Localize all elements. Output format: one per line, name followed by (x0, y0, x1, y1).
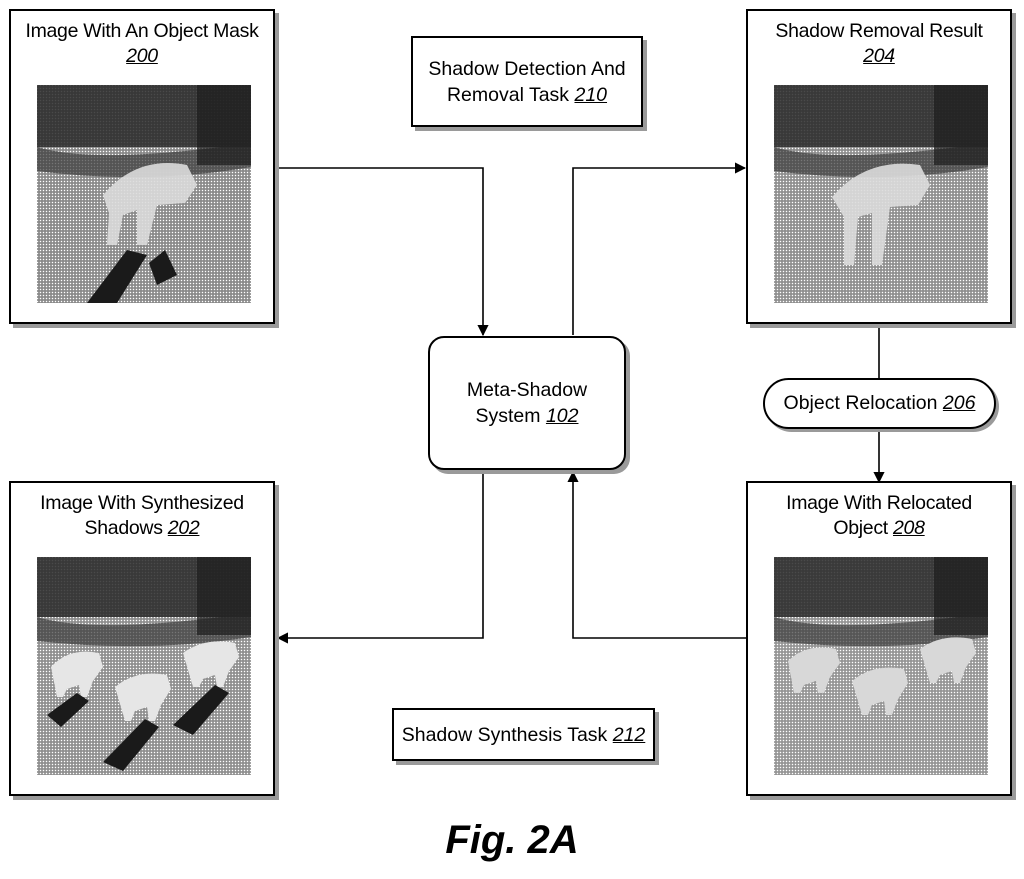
mask-image-ref: 200 (126, 45, 158, 67)
synth-image-title-line2: Shadows (85, 517, 163, 539)
synthesis-task-label: Shadow Synthesis Task (402, 724, 608, 746)
detection-task-line2: Removal Task (447, 84, 569, 106)
mask-image-panel: Image With An Object Mask 200 (9, 9, 275, 324)
synth-image-title: Image With Synthesized Shadows 202 (11, 491, 273, 541)
detection-task-ref: 210 (574, 84, 607, 106)
arrow-meta-to-synth (278, 472, 483, 638)
relocated-image-title-line2: Object (833, 517, 888, 539)
object-relocation-pill: Object Relocation 206 (763, 378, 996, 429)
figure-caption: Fig. 2A (0, 818, 1024, 863)
removal-result-title-text: Shadow Removal Result (748, 19, 1010, 44)
meta-shadow-system: Meta-Shadow System 102 (428, 336, 626, 470)
relocated-image-panel: Image With Relocated Object 208 (746, 481, 1012, 796)
synthesis-task-ref: 212 (613, 724, 646, 746)
synth-image-panel: Image With Synthesized Shadows 202 (9, 481, 275, 796)
removal-result-photo (774, 85, 988, 303)
object-relocation-label: Object Relocation (784, 392, 938, 415)
detection-task-line1: Shadow Detection And (428, 56, 625, 82)
relocated-image-title: Image With Relocated Object 208 (748, 491, 1010, 541)
synth-image-title-text: Image With Synthesized (11, 491, 273, 516)
synth-image-ref: 202 (168, 517, 200, 539)
relocated-image-photo (774, 557, 988, 775)
arrow-mask-to-meta (276, 168, 483, 335)
removal-result-panel: Shadow Removal Result 204 (746, 9, 1012, 324)
mask-image-photo (37, 85, 251, 303)
arrow-relocated-to-meta (573, 472, 746, 638)
detection-task-box: Shadow Detection And Removal Task 210 (411, 36, 643, 127)
mask-image-title-text: Image With An Object Mask (11, 19, 273, 44)
meta-shadow-ref: 102 (546, 405, 579, 427)
arrow-meta-to-removal (573, 168, 745, 335)
synth-image-photo (37, 557, 251, 775)
relocated-image-title-text: Image With Relocated (748, 491, 1010, 516)
meta-shadow-line1: Meta-Shadow (467, 377, 587, 403)
meta-shadow-line2: System (476, 405, 541, 427)
removal-result-ref: 204 (863, 45, 895, 67)
removal-result-title: Shadow Removal Result 204 (748, 19, 1010, 69)
object-relocation-ref: 206 (943, 392, 976, 415)
relocated-image-ref: 208 (893, 517, 925, 539)
synthesis-task-box: Shadow Synthesis Task 212 (392, 708, 655, 761)
mask-image-title: Image With An Object Mask 200 (11, 19, 273, 69)
